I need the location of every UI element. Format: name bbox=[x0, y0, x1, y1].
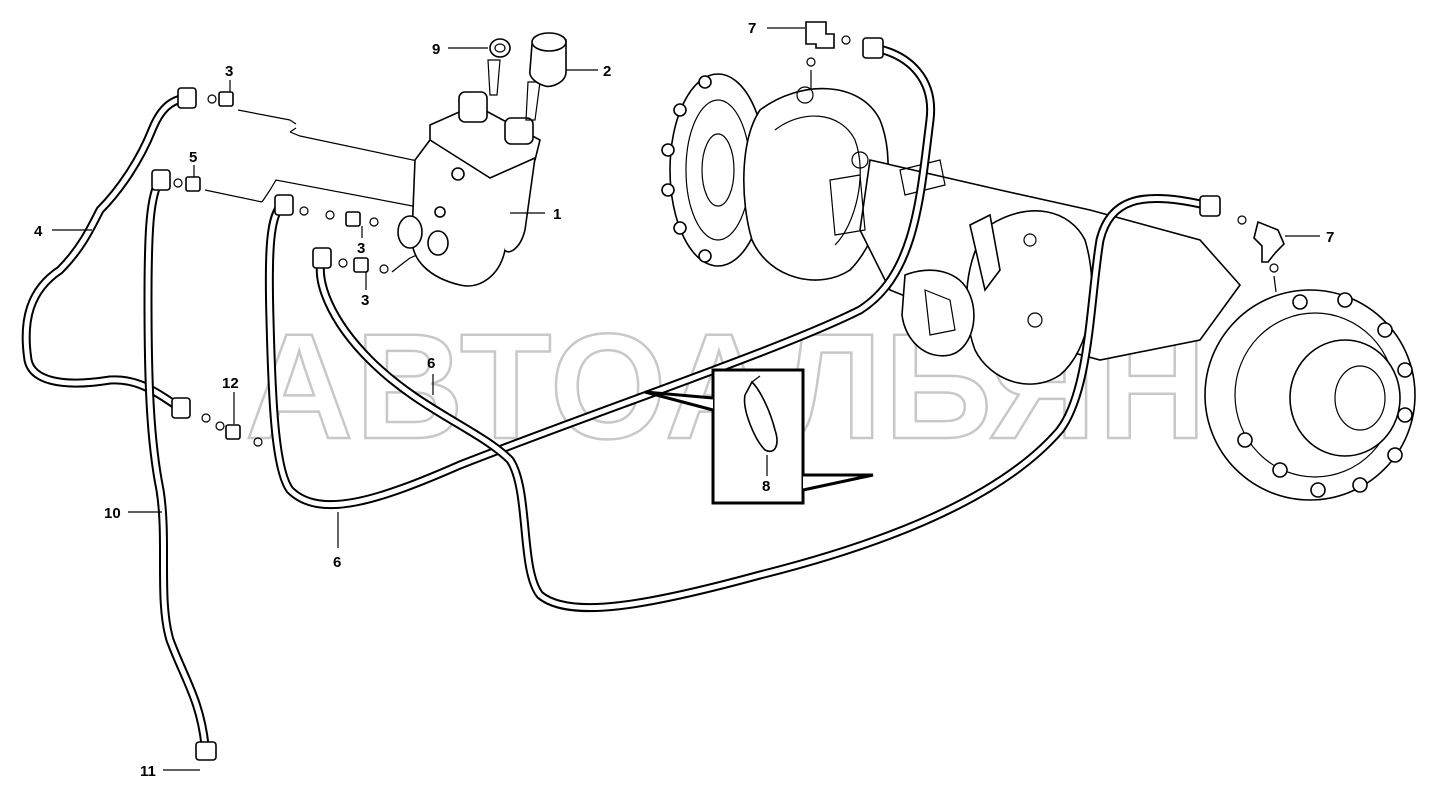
adapters bbox=[173, 21, 1285, 447]
callout-3c: 3 bbox=[361, 292, 369, 309]
axle-assembly bbox=[661, 73, 1416, 501]
hose-fittings bbox=[151, 37, 1221, 761]
callout-6b: 6 bbox=[333, 554, 341, 571]
hose-6a bbox=[264, 43, 936, 510]
callout-3a: 3 bbox=[225, 63, 233, 80]
elbow-7-right bbox=[1237, 215, 1285, 293]
clamp-8-inset bbox=[644, 368, 874, 505]
callout-9: 9 bbox=[432, 41, 440, 58]
callout-5: 5 bbox=[189, 149, 197, 166]
adapter-5 bbox=[173, 176, 461, 216]
hose-6b bbox=[315, 194, 1210, 613]
callout-3b: 3 bbox=[357, 240, 365, 257]
right-wheel-hub bbox=[1204, 289, 1416, 501]
callout-10: 10 bbox=[104, 505, 121, 522]
callout-11: 11 bbox=[140, 763, 156, 780]
elbow-7-top bbox=[805, 21, 851, 90]
adapter-12 bbox=[201, 413, 263, 447]
hose-10 bbox=[143, 175, 210, 750]
adapter-3-top bbox=[207, 91, 461, 171]
callout-1: 1 bbox=[553, 206, 561, 223]
adapter-3-low bbox=[338, 244, 441, 274]
hose-4 bbox=[21, 93, 191, 413]
callout-7a: 7 bbox=[748, 20, 756, 37]
cylinder-assembly bbox=[397, 59, 541, 287]
cap-2 bbox=[528, 32, 567, 88]
nut-9 bbox=[489, 38, 511, 58]
callouts: 1 2 3 3 3 4 5 6 6 7 7 8 9 10 11 12 bbox=[34, 20, 1334, 780]
adapter-3-mid bbox=[299, 206, 379, 227]
callout-4: 4 bbox=[34, 223, 43, 240]
callout-12: 12 bbox=[222, 375, 239, 392]
callout-2: 2 bbox=[603, 63, 611, 80]
leader-lines bbox=[52, 27, 1320, 771]
callout-8: 8 bbox=[762, 478, 770, 495]
callout-7b: 7 bbox=[1326, 229, 1334, 246]
hoses bbox=[21, 43, 1210, 750]
callout-6a: 6 bbox=[427, 355, 435, 372]
